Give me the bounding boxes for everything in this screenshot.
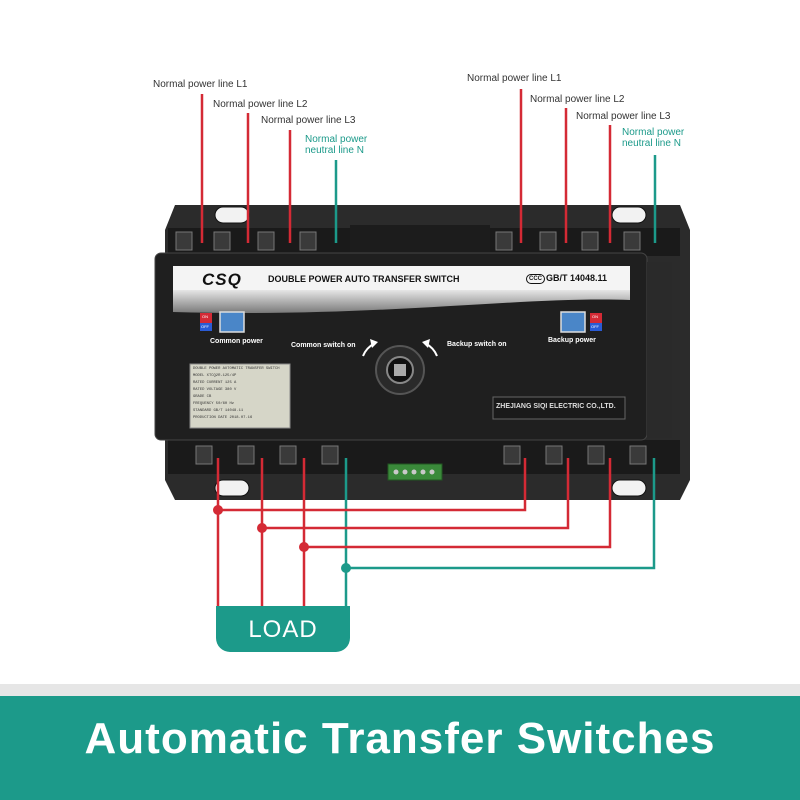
- common-off-indicator: [200, 323, 212, 331]
- manufacturer-plate: [492, 396, 626, 420]
- transfer-switch-diagram: [154, 89, 690, 606]
- gradient-band: [173, 290, 630, 314]
- top-terminal-gap: [350, 225, 490, 255]
- backup-switch-on-label: Backup switch on: [447, 341, 507, 348]
- nameplate-line: FREQUENCY 50/60 Hz: [193, 402, 235, 406]
- mount-hole: [214, 206, 250, 224]
- wire-junctions: [213, 505, 351, 573]
- brand-logo: CSQ: [202, 270, 242, 289]
- banner-title: Automatic Transfer Switches: [0, 696, 800, 800]
- bottom-terminals: [195, 445, 647, 465]
- label-left-l1: Normal power line L1: [153, 79, 248, 90]
- side-bracket: [647, 262, 672, 438]
- load-box: LOAD: [216, 606, 350, 652]
- backup-on-label: ON: [592, 314, 598, 319]
- label-left-n-line2: neutral line N: [305, 145, 364, 156]
- nameplate-line: PRODUCTION DATE 2018.07.16: [193, 416, 253, 420]
- nameplate-text: DOUBLE POWER AUTOMATIC TRANSFER SWITCH M…: [193, 366, 288, 422]
- backup-on-indicator: [590, 313, 602, 323]
- nameplate-line: GRADE CB: [193, 395, 212, 399]
- cert-mark: CCC: [526, 274, 545, 284]
- label-right-l3: Normal power line L3: [576, 111, 671, 122]
- label-left-l2: Normal power line L2: [213, 99, 308, 110]
- manufacturer-label: ZHEJIANG SIQI ELECTRIC CO.,LTD.: [496, 403, 616, 410]
- nameplate-line: STANDARD GB/T 14048.11: [193, 409, 244, 413]
- nameplate-line: RATED VOLTAGE 380 V: [193, 388, 237, 392]
- nameplate: [189, 363, 291, 429]
- common-on-label: ON: [202, 314, 208, 319]
- mount-hole: [611, 479, 647, 497]
- nameplate-line: MODEL XTCQ2R-125/4P: [193, 374, 237, 378]
- backup-power-label: Backup power: [548, 337, 596, 344]
- wire-back-l3: [304, 458, 612, 549]
- standard-label: GB/T 14048.11: [546, 273, 608, 283]
- label-right-l1: Normal power line L1: [467, 73, 562, 84]
- common-power-label: Common power: [210, 338, 263, 345]
- nameplate-line: DOUBLE POWER AUTOMATIC TRANSFER SWITCH: [193, 367, 280, 371]
- header-stripe: [173, 266, 630, 290]
- banner-rule: [0, 684, 800, 696]
- wire-back-l1: [218, 458, 527, 512]
- mount-hole: [611, 206, 647, 224]
- label-right-n-line2: neutral line N: [622, 138, 681, 149]
- mount-hole: [214, 479, 250, 497]
- label-right-n-line1: Normal power: [622, 127, 685, 138]
- wire-back-n: [346, 458, 656, 570]
- common-power-window: [219, 311, 245, 333]
- common-switch-on-label: Common switch on: [291, 342, 356, 349]
- device-title: DOUBLE POWER AUTO TRANSFER SWITCH: [268, 274, 460, 284]
- label-right-l2: Normal power line L2: [530, 94, 625, 105]
- backup-power-window: [560, 311, 586, 333]
- label-left-n-line1: Normal power: [305, 134, 368, 145]
- common-on-indicator: [200, 313, 212, 323]
- top-terminals: [175, 231, 641, 251]
- wire-back-l2: [262, 458, 570, 530]
- common-off-label: OFF: [201, 324, 209, 329]
- backup-off-indicator: [590, 323, 602, 331]
- backup-off-label: OFF: [591, 324, 599, 329]
- label-left-l3: Normal power line L3: [261, 115, 356, 126]
- nameplate-line: RATED CURRENT 125 A: [193, 381, 237, 385]
